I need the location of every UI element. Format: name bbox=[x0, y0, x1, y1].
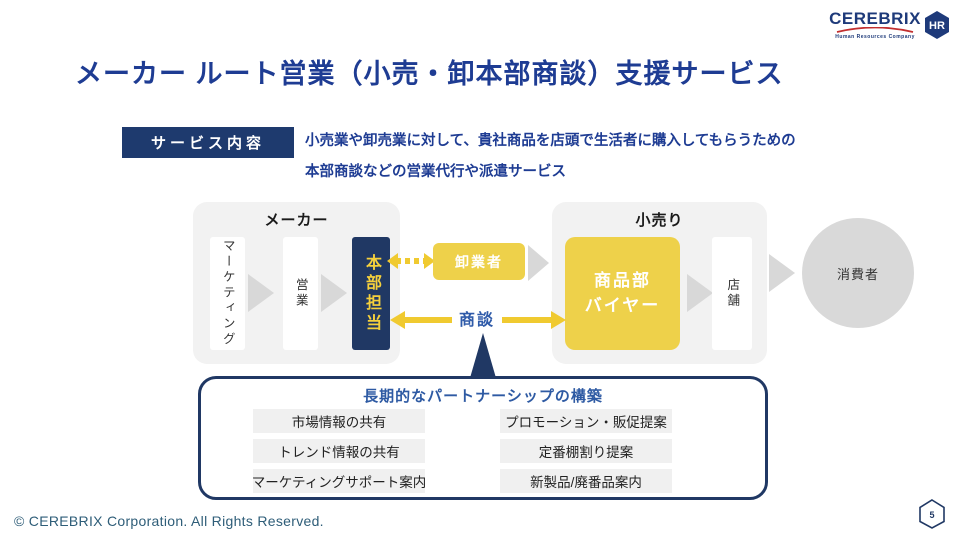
retail-group-label: 小売り bbox=[635, 212, 684, 229]
marketing-box: マーケティング bbox=[210, 237, 245, 350]
partnership-item: トレンド情報の共有 bbox=[253, 439, 425, 463]
logo-wordmark: CEREBRIX bbox=[829, 9, 921, 28]
retail-group: 小売り 商品部 バイヤー 店舗 bbox=[552, 202, 767, 364]
service-section-badge: サービス内容 bbox=[122, 127, 294, 158]
flow-arrow-icon bbox=[687, 274, 713, 312]
partnership-item: 定番棚割り提案 bbox=[500, 439, 672, 463]
dashed-double-arrow-icon bbox=[387, 253, 435, 269]
partnership-title: 長期的なパートナーシップの構築 bbox=[363, 388, 603, 405]
logo-wordmark-block: CEREBRIX Human Resources Company bbox=[829, 10, 921, 40]
sales-label: 営業 bbox=[293, 278, 308, 309]
buyer-label-line2: バイヤー bbox=[584, 295, 661, 315]
service-description-line1: 小売業や卸売業に対して、貴社商品を店頭で生活者に購入してもらうための bbox=[305, 133, 796, 149]
logo-tagline: Human Resources Company bbox=[835, 34, 915, 40]
negotiation-label: 商談 bbox=[452, 306, 503, 330]
svg-text:HR: HR bbox=[929, 20, 945, 32]
partnership-box: 長期的なパートナーシップの構築 市場情報の共有 トレンド情報の共有 マーケティン… bbox=[198, 376, 768, 500]
page-number-hexagon-icon: 5 bbox=[919, 499, 945, 529]
flow-arrow-icon bbox=[321, 274, 347, 312]
service-description: 小売業や卸売業に対して、貴社商品を店頭で生活者に購入してもらうための 本部商談な… bbox=[305, 126, 796, 188]
partnership-item: マーケティングサポート案内 bbox=[252, 469, 426, 493]
hq-sales-label: 本部担当 bbox=[363, 253, 380, 334]
partnership-item: 新製品/廃番品案内 bbox=[500, 469, 672, 493]
copyright-text: © CEREBRIX Corporation. All Rights Reser… bbox=[14, 513, 324, 529]
maker-group: メーカー マーケティング 営業 本部担当 bbox=[193, 202, 400, 364]
hr-emblem-icon: HR bbox=[925, 11, 949, 39]
partnership-item: プロモーション・販促提案 bbox=[500, 409, 672, 433]
company-logo: CEREBRIX Human Resources Company HR bbox=[829, 10, 950, 40]
consumer-circle: 消費者 bbox=[802, 218, 914, 328]
wholesaler-box: 卸業者 bbox=[433, 243, 525, 280]
flow-arrow-icon bbox=[248, 274, 274, 312]
buyer-box: 商品部 バイヤー bbox=[565, 237, 680, 350]
page-number: 5 bbox=[929, 510, 934, 520]
sales-box: 営業 bbox=[283, 237, 318, 350]
store-label: 店舗 bbox=[725, 278, 740, 309]
logo-red-swoosh-icon bbox=[836, 27, 914, 33]
store-box: 店舗 bbox=[712, 237, 752, 350]
page-title: メーカー ルート営業（小売・卸本部商談）支援サービス bbox=[75, 59, 784, 89]
maker-group-label: メーカー bbox=[264, 212, 329, 229]
pointer-up-icon bbox=[470, 333, 496, 378]
marketing-label: マーケティング bbox=[220, 239, 235, 348]
flow-arrow-icon bbox=[528, 245, 549, 281]
hq-sales-box: 本部担当 bbox=[352, 237, 390, 350]
partnership-item: 市場情報の共有 bbox=[253, 409, 425, 433]
consumer-label: 消費者 bbox=[836, 266, 879, 282]
buyer-label-line1: 商品部 bbox=[594, 270, 651, 290]
flow-arrow-icon bbox=[769, 254, 795, 292]
service-description-line2: 本部商談などの営業代行や派遣サービス bbox=[305, 164, 566, 180]
